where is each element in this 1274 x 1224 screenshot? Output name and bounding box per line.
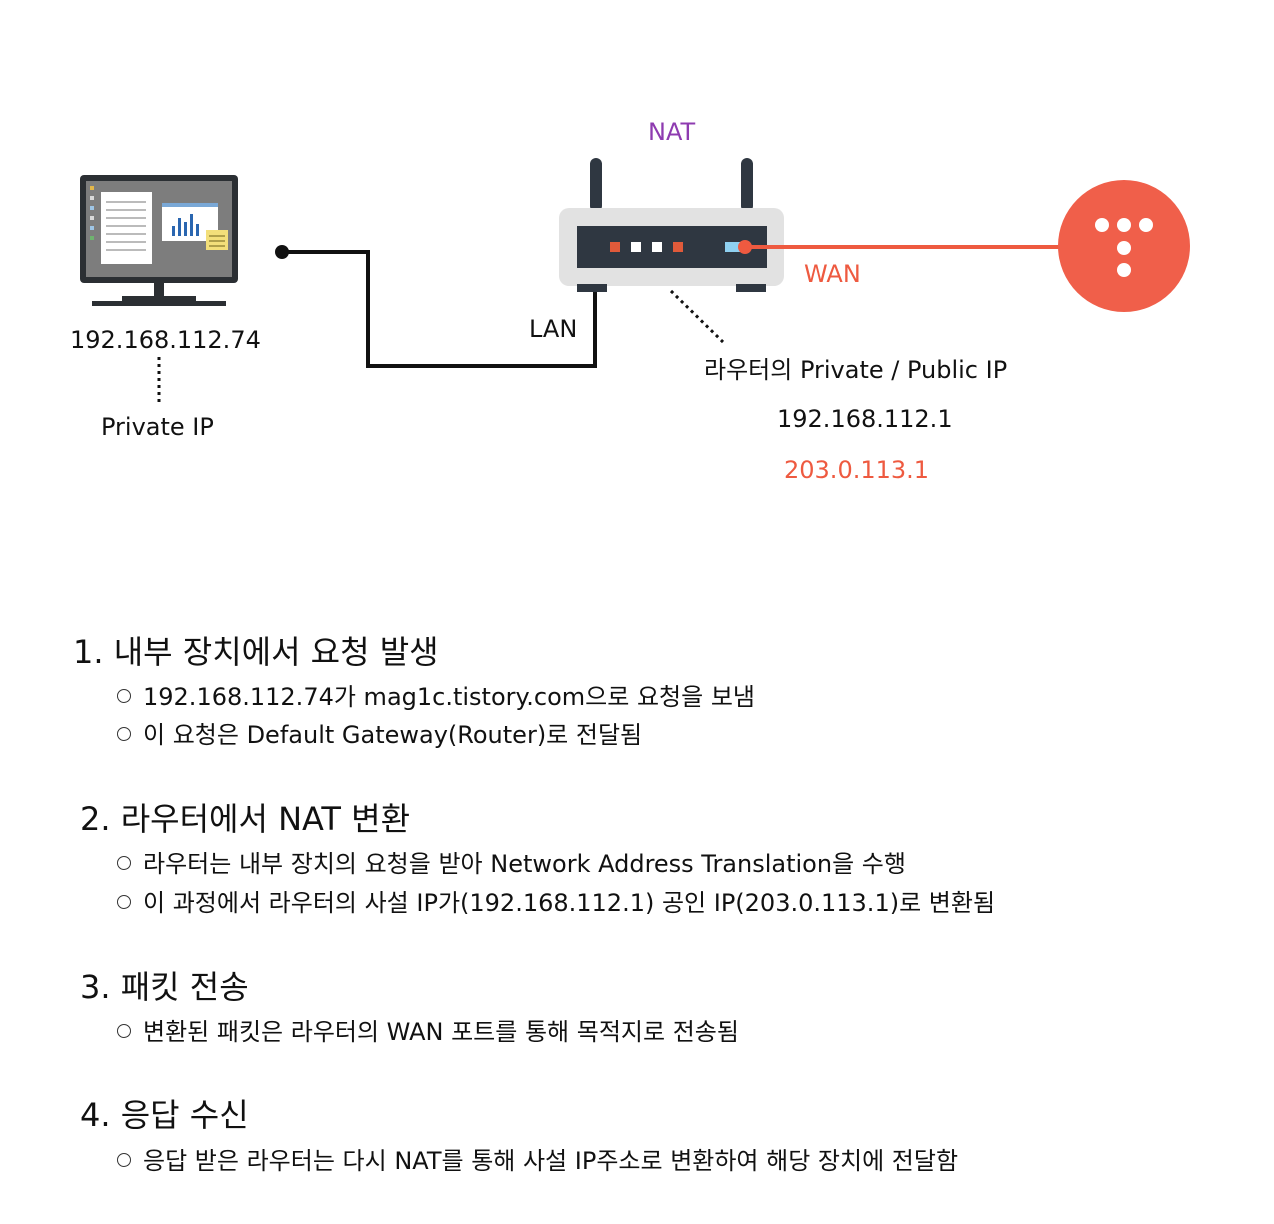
bullet-circle-icon (117, 856, 131, 870)
router-private-ip: 192.168.112.1 (777, 405, 953, 433)
step-1-bullet-1: 192.168.112.74가 mag1c.tistory.com으로 요청을 … (117, 685, 755, 709)
step-2-bullet-2: 이 과정에서 라우터의 사설 IP가(192.168.112.1) 공인 IP(… (117, 891, 995, 915)
bullet-circle-icon (117, 689, 131, 703)
wan-cable (738, 240, 1062, 254)
wan-label: WAN (804, 260, 861, 288)
step-3-title: 3. 패킷 전송 (80, 968, 249, 1006)
bullet-circle-icon (117, 727, 131, 741)
nat-diagram (80, 158, 1190, 404)
bullet-circle-icon (117, 895, 131, 909)
step-3-bullet-1: 변환된 패킷은 라우터의 WAN 포트를 통해 목적지로 전송됨 (117, 1020, 739, 1044)
step-2-title: 2. 라우터에서 NAT 변환 (80, 800, 411, 838)
internet-icon (1058, 180, 1190, 312)
bullet-circle-icon (117, 1153, 131, 1167)
pc-ip-type-label: Private IP (101, 413, 214, 441)
router-ip-title: 라우터의 Private / Public IP (704, 356, 1008, 384)
lan-cable (275, 242, 601, 368)
bullet-circle-icon (117, 1024, 131, 1038)
router-public-ip: 203.0.113.1 (784, 456, 930, 484)
router-ip-connector (669, 289, 725, 344)
step-1-title: 1. 내부 장치에서 요청 발생 (73, 633, 439, 671)
step-2-bullet-1: 라우터는 내부 장치의 요청을 받아 Network Address Trans… (117, 852, 906, 876)
router-nat-label: NAT (648, 118, 696, 146)
step-4-bullet-1: 응답 받은 라우터는 다시 NAT를 통해 사설 IP주소로 변환하여 해당 장… (117, 1149, 958, 1173)
step-4-title: 4. 응답 수신 (80, 1096, 249, 1134)
lan-label: LAN (529, 315, 578, 343)
monitor-icon (80, 175, 238, 306)
pc-ip-address: 192.168.112.74 (70, 326, 261, 354)
router-icon (559, 158, 784, 292)
step-1-bullet-2: 이 요청은 Default Gateway(Router)로 전달됨 (117, 723, 642, 747)
